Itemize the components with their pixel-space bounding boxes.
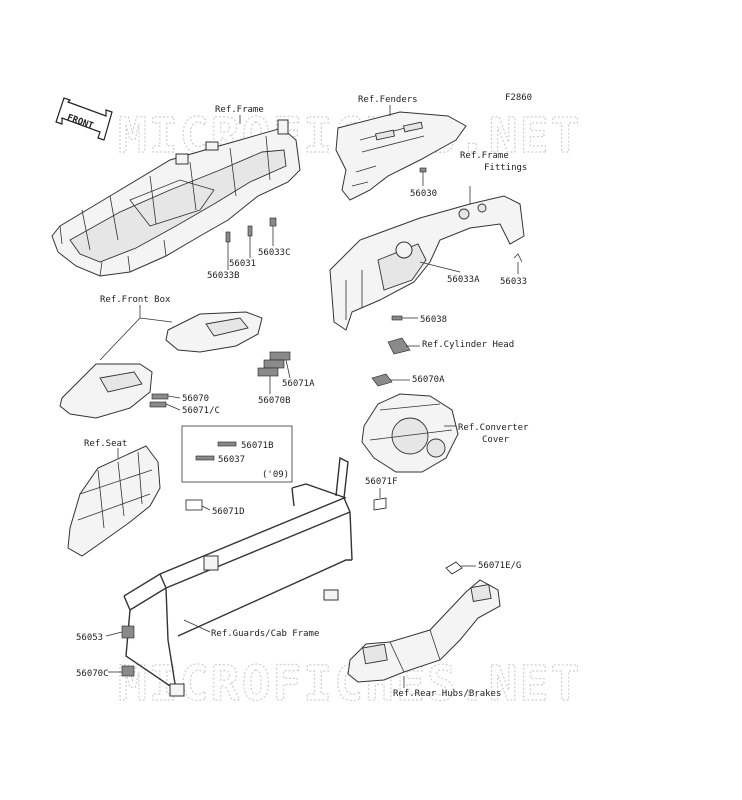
ref-cylinder-head-label: Ref.Cylinder Head [422, 340, 514, 350]
label-56070a: 56070A [412, 375, 445, 385]
label-56037: 56037 [218, 455, 245, 465]
label-56070b: 56070B [258, 396, 291, 406]
ref-front-box-label: Ref.Front Box [100, 295, 171, 305]
decal-56071a-3 [257, 367, 279, 377]
front-box-upper-part [165, 311, 263, 353]
label-56070c: 56070C [76, 669, 109, 679]
label-56033a: 56033A [447, 275, 480, 285]
ref-rear-hubs-brakes-label: Ref.Rear Hubs/Brakes [393, 689, 501, 699]
label-56071f: 56071F [365, 477, 398, 487]
ref-frame-fittings-label-1: Ref.Frame [460, 151, 509, 161]
decal-56070 [151, 393, 169, 400]
decal-56033b [225, 231, 231, 243]
decal-56053 [121, 625, 135, 639]
ref-converter-label-1: Ref.Converter [458, 423, 529, 433]
decal-56071c [149, 401, 167, 408]
ref-guards-cab-frame-label: Ref.Guards/Cab Frame [211, 629, 319, 639]
label-56071a: 56071A [282, 379, 315, 389]
converter-cover-part [361, 393, 459, 473]
decal-56031 [247, 225, 253, 237]
label-56033b: 56033B [207, 271, 240, 281]
decal-56033c [269, 217, 277, 227]
decal-56071eg [445, 561, 463, 575]
label-56033: 56033 [500, 277, 527, 287]
decal-56071d [185, 499, 203, 511]
label-56031: 56031 [229, 259, 256, 269]
decal-56033 [513, 253, 523, 263]
decal-cylinder-head [387, 337, 411, 355]
year-note: ('09) [262, 470, 289, 480]
decal-56071a-1 [269, 351, 291, 361]
rear-hubs-part [347, 579, 501, 683]
decal-56030 [419, 167, 427, 173]
label-56038: 56038 [420, 315, 447, 325]
label-56071c: 56071/C [182, 406, 220, 416]
label-56030: 56030 [410, 189, 437, 199]
decal-56071b [217, 441, 237, 447]
front-arrow-icon: FRONT [55, 97, 113, 141]
ref-frame-label: Ref.Frame [215, 105, 264, 115]
frame-part [51, 119, 301, 277]
year-note-box [181, 425, 293, 483]
label-56071eg: 56071E/G [478, 561, 521, 571]
figure-code: F2860 [505, 93, 532, 103]
decal-56071a-2 [263, 359, 285, 369]
decal-56070a [371, 373, 393, 387]
ref-seat-label: Ref.Seat [84, 439, 127, 449]
watermark-bottom: MICROFICHES.NET [118, 656, 581, 712]
ref-converter-label-2: Cover [482, 435, 510, 445]
decal-56071f [373, 497, 387, 511]
label-56071d: 56071D [212, 507, 245, 517]
cab-frame-part [123, 456, 353, 697]
label-56071b: 56071B [241, 441, 274, 451]
frame-fittings-part [329, 195, 525, 331]
label-56033c: 56033C [258, 248, 291, 258]
seat-part [67, 445, 161, 557]
decal-56037 [195, 455, 215, 461]
label-56070: 56070 [182, 394, 209, 404]
front-box-lower-part [59, 363, 153, 419]
ref-frame-fittings-label-2: Fittings [484, 163, 527, 173]
ref-fenders-label: Ref.Fenders [358, 95, 418, 105]
decal-56070c [121, 665, 135, 677]
fenders-part [335, 111, 467, 201]
decal-56038 [391, 315, 403, 321]
label-56053: 56053 [76, 633, 103, 643]
